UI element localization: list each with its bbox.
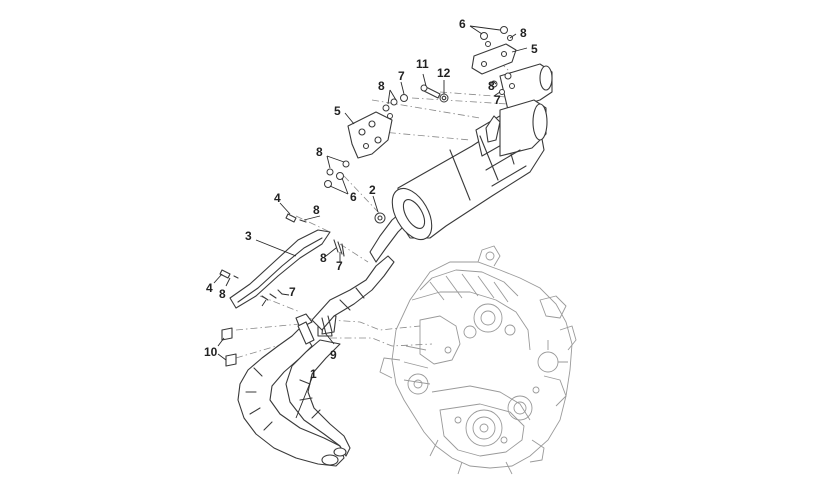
callout-10: 10 <box>204 345 218 359</box>
callout-12: 12 <box>437 66 451 80</box>
callout-7-upper-right: 7 <box>494 93 501 107</box>
bracket-right <box>471 43 517 75</box>
callout-7-upper-left: 7 <box>398 69 405 83</box>
leader-lines <box>213 25 528 419</box>
engine-illustration <box>379 245 577 475</box>
callout-1: 1 <box>310 367 317 381</box>
callout-2: 2 <box>369 183 376 197</box>
callout-5-left: 5 <box>334 104 341 118</box>
exhaust-header-pipe <box>237 255 395 467</box>
callout-9: 9 <box>330 348 337 362</box>
callout-5-right: 5 <box>531 42 538 56</box>
callout-8-upper-right: 8 <box>488 79 495 93</box>
callout-6-top: 6 <box>459 17 466 31</box>
callout-4-lower: 4 <box>206 281 213 295</box>
callout-8-middle-left: 8 <box>316 145 323 159</box>
callout-8-middle: 8 <box>313 203 320 217</box>
callout-8-upper-left: 8 <box>378 79 385 93</box>
callout-3: 3 <box>245 229 252 243</box>
callout-6-middle: 6 <box>350 190 357 204</box>
callout-8-top: 8 <box>520 26 527 40</box>
callout-8-joint: 8 <box>320 251 327 265</box>
callout-7-middle: 7 <box>336 259 343 273</box>
callout-11: 11 <box>416 57 429 71</box>
heat-shield <box>229 229 331 309</box>
bracket-left <box>347 111 393 159</box>
callout-labels: 1 2 3 4 4 5 5 6 6 7 7 7 7 8 8 8 8 8 8 8 … <box>204 17 538 381</box>
hardware-parts <box>219 26 515 367</box>
muffler <box>369 63 553 263</box>
callout-7-lower: 7 <box>289 285 296 299</box>
callout-4-upper: 4 <box>274 191 281 205</box>
callout-8-lower-left: 8 <box>219 287 226 301</box>
